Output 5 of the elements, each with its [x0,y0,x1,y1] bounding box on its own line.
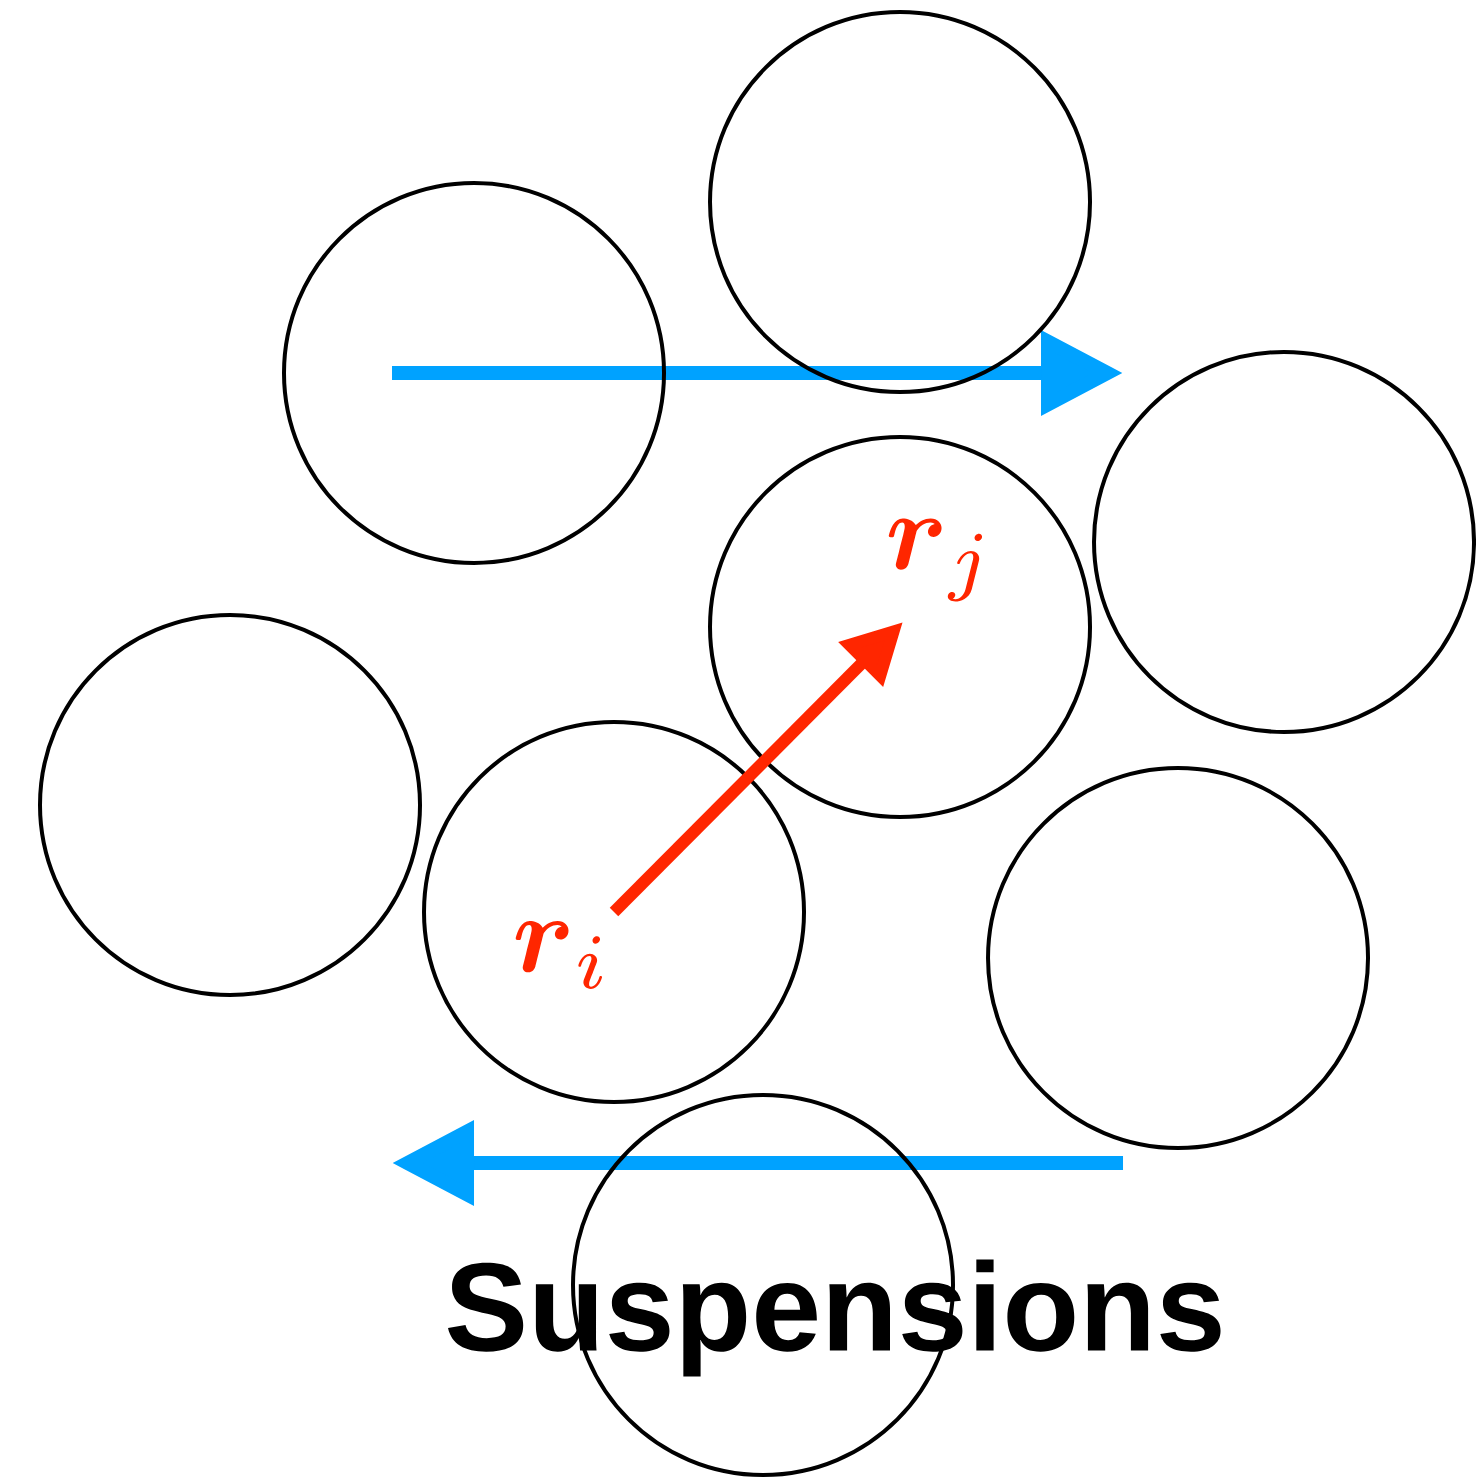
particle-circle [282,181,666,565]
particle-circle [1092,350,1476,734]
particle-circle [708,10,1092,394]
particle-circle [986,766,1370,1150]
particle-circle [38,613,422,997]
